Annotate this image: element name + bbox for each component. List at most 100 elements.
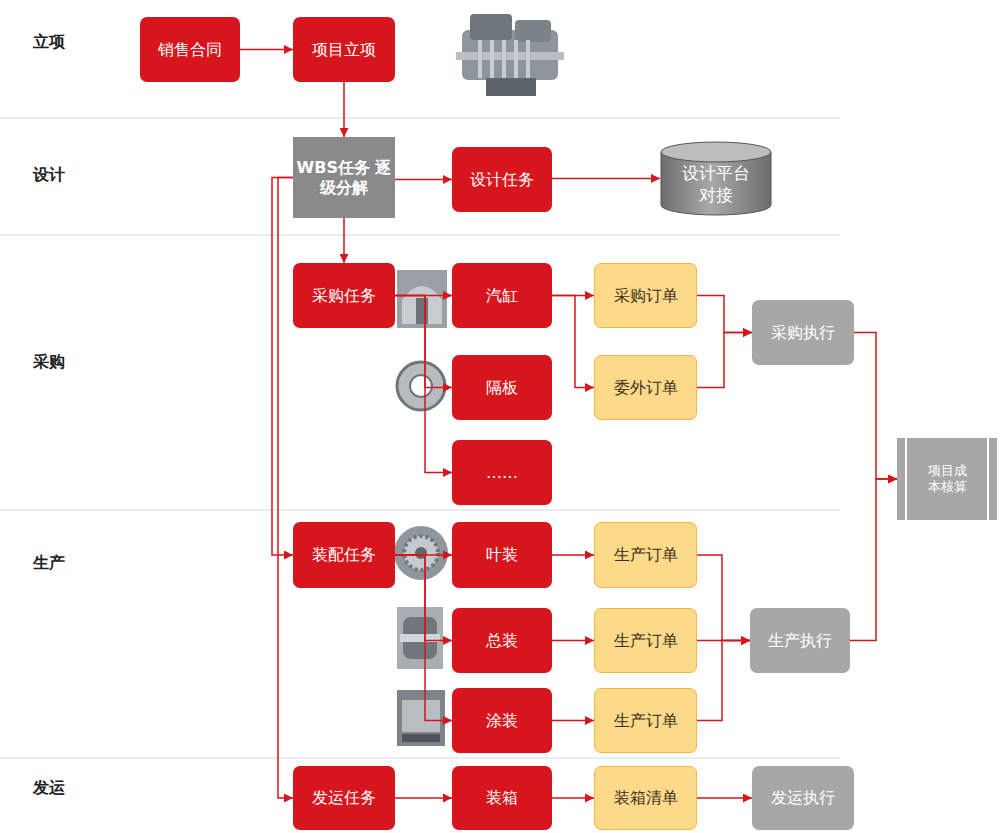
wheel-hub	[415, 547, 427, 559]
node-text: 设计平台 对接	[676, 151, 756, 206]
turbine-base	[486, 78, 536, 96]
node-text: 销售合同	[158, 40, 222, 60]
process-box: ……	[452, 440, 552, 505]
process-box: 发运任务	[293, 766, 395, 830]
rotor-shaft	[400, 634, 440, 642]
turbine-blade	[502, 40, 506, 78]
node-text: 生产订单	[614, 545, 678, 565]
flow-arrow	[395, 295, 452, 297]
turbine-blade	[478, 40, 482, 78]
flow-arrow	[395, 555, 452, 721]
process-box: 叶装	[452, 522, 552, 588]
flow-arrow	[395, 797, 452, 799]
side-bar	[987, 438, 989, 520]
flow-arrow	[697, 797, 752, 799]
band-separators	[0, 118, 840, 758]
band-label: 发运	[33, 778, 65, 799]
flow-arrow	[395, 554, 452, 556]
disc-inner	[410, 375, 432, 397]
flow-arrow	[697, 640, 750, 642]
node-text: 生产执行	[768, 631, 832, 651]
order-box: 生产订单	[594, 522, 697, 588]
flow-arrow	[552, 295, 594, 297]
process-box: 汽缸	[452, 263, 552, 328]
flow-arrow	[697, 555, 750, 641]
side-bar	[905, 438, 907, 520]
painted-base	[402, 734, 440, 742]
node-text: 项目立项	[312, 40, 376, 60]
flow-arrow	[395, 296, 452, 388]
turbine-blade	[526, 40, 530, 78]
turbine-blade	[514, 40, 518, 78]
order-box: 生产订单	[594, 608, 697, 673]
wheel-outer	[394, 526, 448, 580]
diaphragm-photo	[397, 362, 445, 410]
flow-arrow	[343, 82, 345, 137]
node-text: 涂装	[486, 711, 518, 731]
turbine-illustration	[456, 14, 564, 96]
node-text: 总装	[486, 631, 518, 651]
photo-frame	[397, 607, 443, 669]
turbine-casing	[470, 14, 512, 40]
flow-arrow	[552, 296, 594, 388]
turbine-shaft	[456, 52, 564, 60]
node-text: 装箱清单	[614, 788, 678, 808]
process-box: WBS任务 逐级分解	[293, 137, 395, 218]
node-text: WBS任务 逐级分解	[293, 158, 395, 198]
photo-frame	[397, 270, 447, 328]
flow-arrow	[552, 640, 594, 642]
assembly-photo	[397, 607, 443, 669]
order-box: 生产订单	[594, 688, 697, 753]
node-text: 汽缸	[486, 286, 518, 306]
cylinder-photo	[397, 270, 447, 328]
flow-arrow	[395, 179, 452, 181]
flow-arrow	[272, 178, 293, 556]
flow-arrow	[240, 49, 293, 51]
flow-arrow	[343, 218, 345, 263]
band-label: 生产	[33, 553, 65, 574]
blade-photo	[394, 526, 448, 580]
node-text: ……	[486, 463, 518, 483]
photo-frame	[397, 690, 445, 746]
flow-arrow	[278, 178, 293, 799]
band-line	[0, 510, 840, 511]
flow-arrow	[552, 178, 660, 180]
flow-arrow	[850, 479, 897, 641]
process-box: 设计任务	[452, 147, 552, 212]
flow-arrow	[697, 296, 752, 333]
process-box: 装箱	[452, 766, 552, 830]
node-text: 项目成本核算	[926, 463, 968, 496]
flow-arrow	[697, 333, 752, 388]
painted-part	[402, 700, 440, 732]
band-label: 立项	[33, 32, 65, 53]
band-line	[0, 235, 840, 236]
node-text: 叶装	[486, 545, 518, 565]
flow-arrow	[697, 641, 750, 721]
painting-photo	[397, 690, 445, 746]
node-text: 装配任务	[312, 545, 376, 565]
database-cylinder: 设计平台 对接	[660, 141, 772, 216]
order-box: 委外订单	[594, 355, 697, 420]
process-box: 项目立项	[293, 17, 395, 82]
execution-box: 采购执行	[752, 300, 854, 365]
predefined-process-box: 项目成本核算	[897, 438, 997, 520]
node-text: 设计任务	[470, 170, 534, 190]
wheel-blades	[404, 536, 438, 570]
flow-arrow	[552, 554, 594, 556]
flow-arrow	[395, 555, 452, 641]
node-text: 委外订单	[614, 378, 678, 398]
flow-arrow	[395, 296, 452, 473]
order-box: 装箱清单	[594, 766, 697, 830]
flow-arrow	[552, 797, 594, 799]
flow-arrow	[854, 333, 897, 480]
cylinder-top	[661, 142, 771, 162]
node-text: 生产订单	[614, 631, 678, 651]
node-text: 采购任务	[312, 286, 376, 306]
node-text: 隔板	[486, 378, 518, 398]
process-box: 销售合同	[140, 17, 240, 82]
process-box: 涂装	[452, 688, 552, 753]
process-box: 隔板	[452, 355, 552, 420]
casing-bore	[416, 298, 428, 324]
execution-box: 发运执行	[752, 766, 854, 830]
